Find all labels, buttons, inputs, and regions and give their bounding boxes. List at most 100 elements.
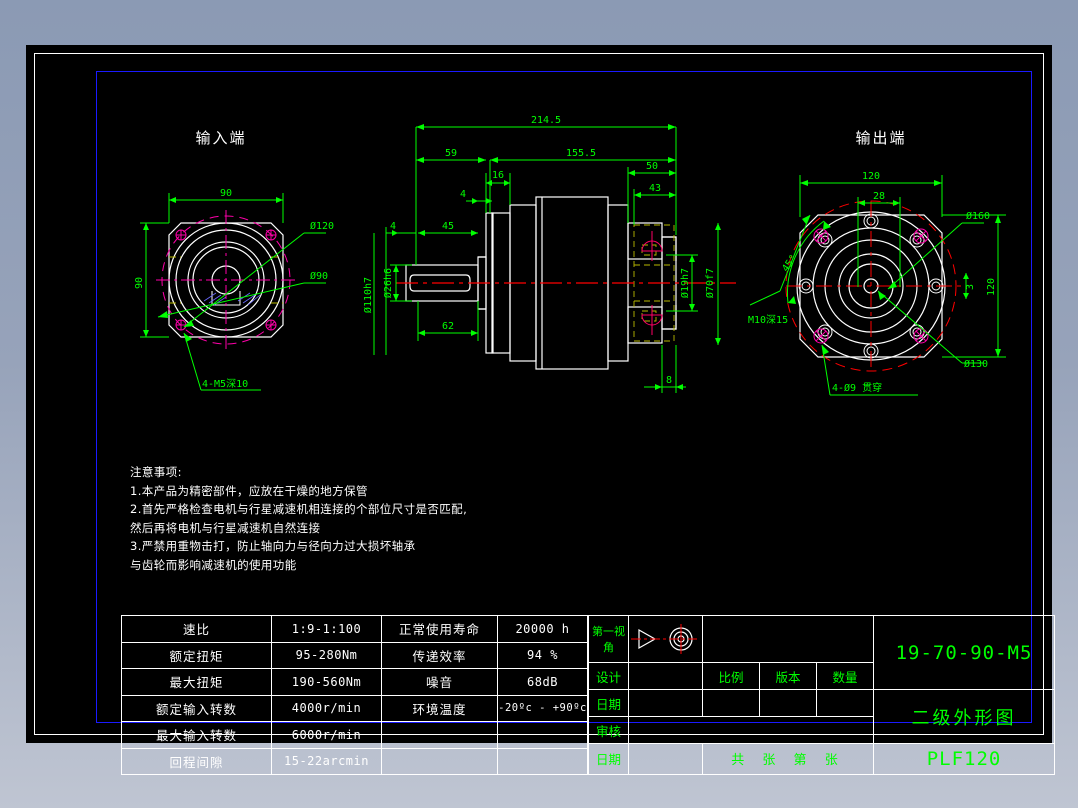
- table-row: 设计 比例 版本 数量: [588, 662, 1055, 691]
- table-row: 回程间隙 15-22arcmin: [121, 747, 588, 775]
- input-leader-pilot: [157, 282, 326, 318]
- spec-label2-3: 环境温度: [381, 694, 498, 722]
- input-dim-height: [140, 222, 169, 338]
- table-row: 额定输入转数 4000r/min 环境温度 -20ºc - +90ºc: [121, 694, 588, 722]
- projection-symbol-cell: [628, 614, 703, 664]
- input-dim-width: [168, 193, 284, 223]
- notes-block: 注意事项: 1.本产品为精密部件，应放在干燥的地方保管 2.首先严格检查电机与行…: [130, 463, 560, 574]
- dim-input-shaft: [390, 264, 412, 302]
- output-leader-outer: [887, 222, 984, 290]
- output-leader-thread: [749, 214, 811, 306]
- drawing-sheet: 输入端: [26, 45, 1056, 776]
- input-centerlines: [156, 210, 296, 350]
- spec-value-0: 1:9-1:100: [271, 615, 382, 643]
- spec-label-0: 速比: [121, 615, 272, 643]
- dim-gap-b-label: 4: [390, 221, 396, 232]
- spec-value2-3: -20ºc - +90ºc: [497, 694, 588, 722]
- output-dim-angle-label: 45°: [780, 253, 799, 274]
- dim-output-boss: [633, 189, 676, 225]
- dim-shaft-length-label: 45: [442, 221, 454, 232]
- scale-label: 比例: [702, 662, 760, 691]
- output-dim-thread-label: M10深15: [748, 314, 788, 326]
- table-row: 日期 共 张 第 张 PLF120: [588, 742, 1056, 776]
- dim-flange-thk-label: 16: [492, 170, 504, 181]
- table-row: 审核: [588, 716, 1055, 744]
- design-label: 设计: [588, 662, 629, 691]
- table-row: 日期 二级外形图: [588, 689, 1056, 744]
- input-dim-thread-label: 4-M5深10: [202, 378, 248, 390]
- spec-value2-0: 20000 h: [497, 615, 588, 643]
- note-line-3: 然后再将电机与行星减速机自然连接: [130, 520, 321, 535]
- spec-value-3: 4000r/min: [271, 694, 382, 722]
- quantity-label: 数量: [815, 662, 875, 691]
- spec-label-3: 额定输入转数: [121, 694, 272, 722]
- note-line-2: 2.首先严格检查电机与行星减速机相连接的个部位尺寸是否匹配,: [130, 502, 468, 516]
- version-label: 版本: [759, 662, 817, 691]
- review-value: [627, 716, 875, 744]
- dim-output-pilot: [715, 223, 721, 345]
- dim-body-length-label: 155.5: [566, 148, 596, 159]
- review-label: 审核: [588, 716, 629, 744]
- spec-value2-5: [497, 747, 588, 775]
- dim-overall-length-label: 214.5: [531, 115, 561, 126]
- spec-value2-2: 68dB: [497, 668, 588, 696]
- first-angle-projection-icon: [631, 624, 697, 655]
- drawing-title-block: 第一视角: [588, 614, 1056, 776]
- dim-output-inner-square: [857, 197, 901, 287]
- dim-output-plate: [644, 345, 686, 393]
- output-dim-bolt-circle-label: Ø130: [964, 358, 988, 370]
- output-through-holes: [813, 228, 929, 344]
- spec-label-4: 最大输入转数: [121, 721, 272, 749]
- dim-output-height: [942, 214, 1006, 358]
- notes-heading: 注意事项:: [130, 465, 182, 479]
- table-row: 速比 1:9-1:100 正常使用寿命 20000 h: [121, 615, 588, 643]
- dim-gap-b: [385, 227, 416, 355]
- output-bolt-circle: [785, 200, 957, 372]
- specification-table: 速比 1:9-1:100 正常使用寿命 20000 h 额定扭矩 95-280N…: [121, 615, 588, 775]
- dim-output-pilot-label: Ø70f7: [704, 268, 716, 298]
- drawing-title: 二级外形图: [873, 689, 1056, 744]
- output-dim-outer-label: Ø160: [966, 210, 990, 222]
- output-centerlines: [786, 201, 961, 371]
- design-value: [628, 662, 703, 691]
- dim-output-shaft-small: [963, 273, 969, 299]
- spec-value-4: 6000r/min: [271, 721, 382, 749]
- date-value-1: [628, 689, 703, 718]
- spec-value-2: 190-560Nm: [271, 668, 382, 696]
- spec-value-1: 95-280Nm: [271, 641, 382, 669]
- dim-gap-a-label: 4: [460, 189, 466, 200]
- model-name: PLF120: [873, 742, 1056, 776]
- table-row: 最大输入转数 6000r/min: [121, 721, 588, 749]
- input-dim-bolt-circle-label: Ø120: [310, 220, 334, 232]
- input-end-view: 输入端: [126, 105, 396, 435]
- dim-output-inner-square-label: 28: [873, 191, 885, 202]
- dim-output-plate-label: 8: [666, 375, 672, 386]
- scale-value: [702, 689, 760, 718]
- dim-gap-a: [466, 198, 492, 204]
- output-leader-bolt-circle: [877, 290, 984, 364]
- dim-output-flange: [627, 167, 676, 223]
- note-line-1: 1.本产品为精密部件，应放在干燥的地方保管: [130, 483, 368, 498]
- output-leader-through-hole: [821, 344, 918, 396]
- dim-output-shaft: [666, 254, 698, 312]
- input-leader-thread: [183, 332, 261, 391]
- input-dim-width-label: 90: [220, 188, 232, 199]
- note-line-4: 3.严禁用重物击打，防止轴向力与径向力过大损坏轴承: [130, 539, 416, 553]
- dim-input-pilot-label: Ø110h7: [362, 277, 374, 313]
- input-tapped-holes: [175, 229, 277, 331]
- dim-output-shaft-label: Ø19h7: [679, 268, 691, 298]
- spec-value2-1: 94 %: [497, 641, 588, 669]
- input-flange-outline: [168, 222, 284, 338]
- dim-body-length: [489, 157, 676, 213]
- dim-input-length: [416, 157, 486, 163]
- spec-label-2: 最大扭矩: [121, 668, 272, 696]
- title-block-area: 速比 1:9-1:100 正常使用寿命 20000 h 额定扭矩 95-280N…: [121, 614, 1056, 776]
- spec-label2-5: [381, 747, 498, 775]
- date-label-2: 日期: [588, 742, 629, 776]
- dim-input-length-label: 59: [445, 148, 457, 159]
- spec-label2-1: 传递效率: [381, 641, 498, 669]
- input-dim-pilot-label: Ø90: [310, 270, 328, 282]
- dim-key-length-label: 62: [442, 321, 454, 332]
- input-view-title: 输入端: [195, 129, 246, 147]
